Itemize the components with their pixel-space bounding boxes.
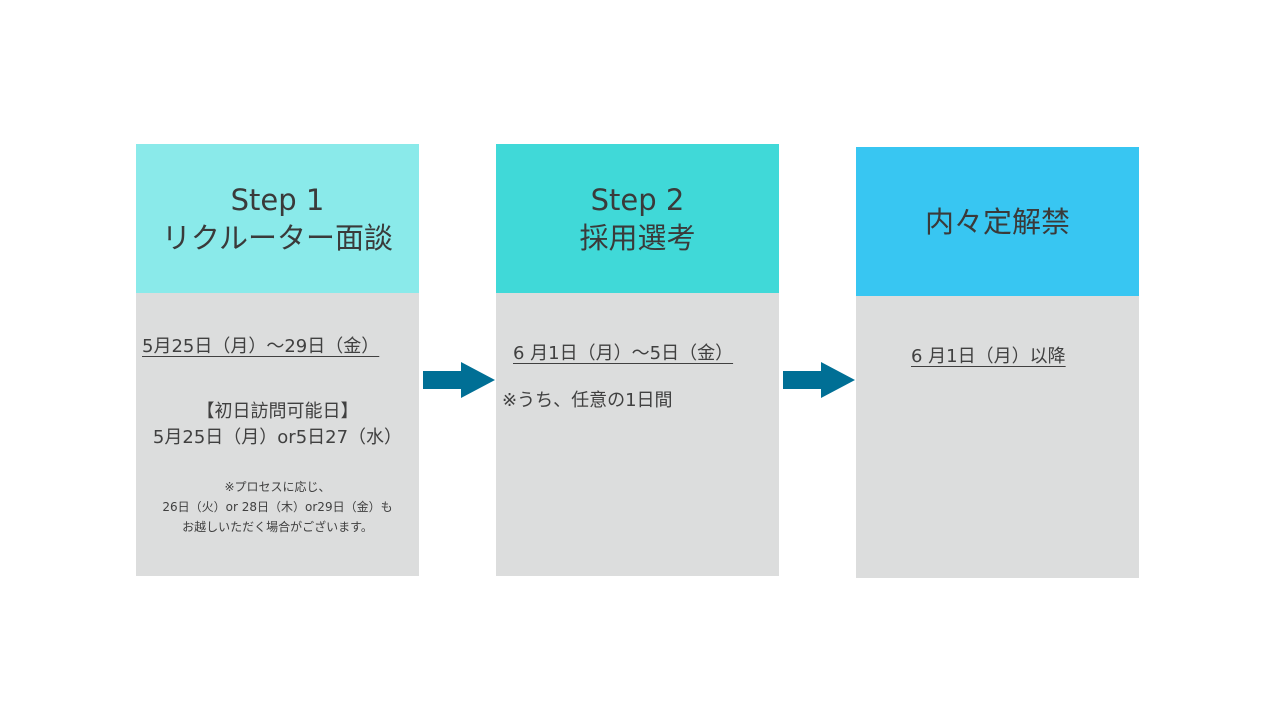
step-2-header: Step 2 採用選考 [496,144,779,293]
step-1-visit-dates: 5月25日（月）or5日27（水） [152,427,403,448]
step-3-card: 内々定解禁 6 月1日（月）以降 [856,147,1139,578]
arrow-right-icon [423,362,495,398]
step-1-note-line-3: お越しいただく場合がございます。 [182,520,373,534]
step-1-date: 5月25日（月）～29日（金） [142,336,380,357]
step-2-body: 6 月1日（月）～5日（金） ※うち、任意の1日間 [496,293,779,576]
step-2-date: 6 月1日（月）～5日（金） [513,343,734,364]
step-2-title: Step 2 [590,182,685,217]
step-1-note-line-1: ※プロセスに応じ、 [224,480,331,494]
step-3-date: 6 月1日（月）以降 [911,346,1066,367]
step-1-note-line-2: 26日（火）or 28日（木）or29日（金）も [162,500,393,514]
step-2-subtitle: 採用選考 [579,220,696,255]
step-1-body: 5月25日（月）～29日（金） 【初日訪問可能日】 5月25日（月）or5日27… [136,293,419,576]
step-1-visit-title: 【初日訪問可能日】 [196,401,359,422]
step-1-visit-block: 【初日訪問可能日】 5月25日（月）or5日27（水） [136,399,419,451]
step-1-title: Step 1 [230,182,325,217]
arrow-right-icon [783,362,855,398]
step-1-note: ※プロセスに応じ、 26日（火）or 28日（木）or29日（金）も お越しいた… [136,477,419,537]
step-3-title: 内々定解禁 [924,204,1070,239]
step-2-note: ※うち、任意の1日間 [502,390,673,411]
step-1-header: Step 1 リクルーター面談 [136,144,419,293]
step-3-header: 内々定解禁 [856,147,1139,296]
step-3-body: 6 月1日（月）以降 [856,296,1139,578]
step-1-subtitle: リクルーター面談 [161,220,394,255]
step-1-card: Step 1 リクルーター面談 5月25日（月）～29日（金） 【初日訪問可能日… [136,144,419,576]
step-2-card: Step 2 採用選考 6 月1日（月）～5日（金） ※うち、任意の1日間 [496,144,779,576]
